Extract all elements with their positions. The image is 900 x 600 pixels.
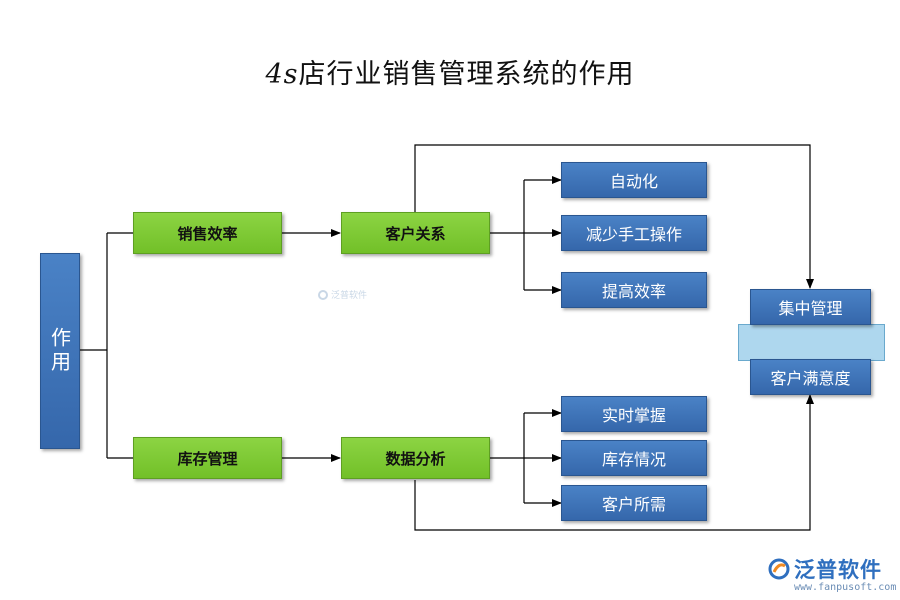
branch-label: 销售效率 [177,224,238,243]
leaf-label: 提高效率 [601,282,666,301]
watermark-logo-icon [318,289,328,300]
leaf-label: 库存情况 [601,450,666,469]
leaf-box: 实时掌握 [561,396,707,432]
title-text: 店行业销售管理系统的作用 [298,59,635,90]
leaf-box: 减少手工操作 [561,215,707,251]
leaf-label: 实时掌握 [601,406,666,425]
outcome-connector-band [738,324,885,361]
title-prefix: 4s [265,59,299,90]
target-label: 数据分析 [385,449,446,468]
target-box-data-analysis: 数据分析 [341,437,490,479]
leaf-label: 自动化 [609,172,658,191]
branch-box-inventory: 库存管理 [133,437,282,479]
outcome-label: 客户满意度 [770,369,851,388]
outcome-label: 集中管理 [778,299,843,318]
brand-logo-icon [768,558,790,580]
watermark-text: 泛普软件 [331,291,368,301]
brand-name: 泛普软件 [794,558,882,582]
leaf-label: 减少手工操作 [585,225,682,244]
target-box-customer-relations: 客户关系 [341,212,490,254]
brand-url: www.fanpusoft.com [794,582,897,593]
branch-box-sales-efficiency: 销售效率 [133,212,282,254]
leaf-box: 自动化 [561,162,707,198]
target-label: 客户关系 [385,224,446,243]
outcome-box-satisfaction: 客户满意度 [750,359,871,395]
branch-label: 库存管理 [177,449,238,468]
outcome-box-centralized: 集中管理 [750,289,871,325]
leaf-box: 客户所需 [561,485,707,521]
root-box: 作用 [40,253,80,449]
brand-logo: 泛普软件 www.fanpusoft.com [768,554,896,593]
leaf-box: 提高效率 [561,272,707,308]
watermark: 泛普软件 [318,288,367,301]
leaf-box: 库存情况 [561,440,707,476]
diagram-title: 4s店行业销售管理系统的作用 [0,52,900,91]
leaf-label: 客户所需 [601,495,666,514]
root-label: 作用 [47,327,72,375]
